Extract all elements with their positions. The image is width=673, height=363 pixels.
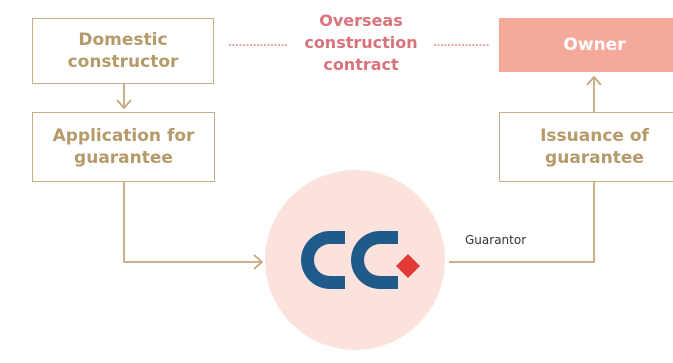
arrow-application-to-guarantor	[123, 182, 262, 263]
logo-red-diamond-icon	[396, 254, 420, 278]
issuance-box: Issuance of guarantee	[499, 112, 673, 182]
issuance-line2: guarantee	[545, 148, 644, 168]
cg-logo-icon	[301, 231, 420, 289]
arrowhead-right	[253, 254, 263, 270]
contract-line1: Overseas	[319, 11, 403, 30]
owner-label: Owner	[563, 35, 626, 55]
logo-c-left-icon	[301, 231, 345, 289]
contract-line3: contract	[323, 55, 399, 74]
application-line2: guarantee	[74, 148, 173, 168]
arrowhead-up	[586, 76, 602, 86]
logo-c-right-icon	[351, 231, 398, 289]
application-line1: Application for	[52, 126, 195, 146]
domestic-constructor-line1: Domestic	[78, 30, 168, 50]
domestic-constructor-box: Domestic constructor	[32, 18, 214, 84]
owner-box: Owner	[499, 18, 673, 72]
issuance-line1: Issuance of	[540, 126, 649, 146]
line-guarantor-to-issuance	[449, 182, 595, 263]
contract-line2: construction	[304, 33, 418, 52]
arrowhead-down	[116, 99, 132, 109]
domestic-constructor-line2: constructor	[67, 52, 179, 72]
application-box: Application for guarantee	[32, 112, 215, 182]
guarantor-label: Guarantor	[465, 233, 527, 247]
contract-label: Overseas construction contract	[300, 10, 422, 76]
